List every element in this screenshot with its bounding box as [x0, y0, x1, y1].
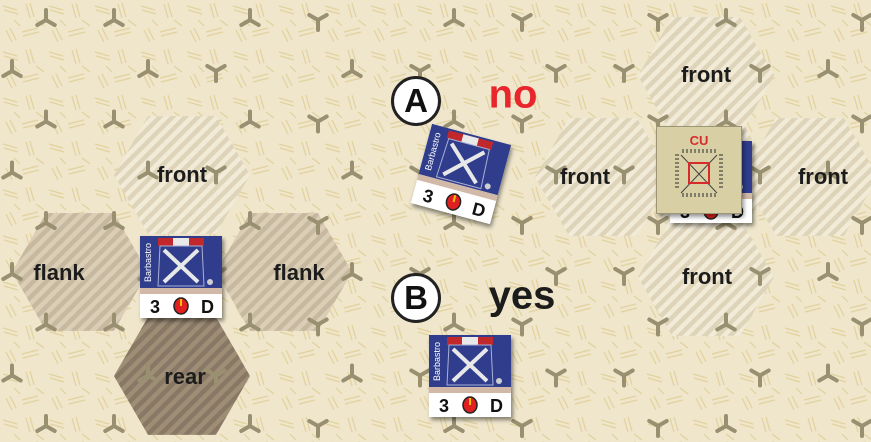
- example-a-badge: A: [391, 76, 441, 126]
- unit-counter-left[interactable]: Barbastro 3 D: [140, 236, 222, 318]
- counter-name: Barbastro: [143, 243, 153, 282]
- example-b-badge: B: [391, 273, 441, 323]
- cu-marker[interactable]: CU: [656, 126, 742, 214]
- cu-square-icon: [657, 127, 741, 213]
- hex-label-front-right: front: [798, 164, 848, 190]
- example-a-result: no: [489, 73, 538, 118]
- hex-label-front-left: front: [560, 164, 610, 190]
- unit-counter-face: Barbastro 3 D: [429, 335, 511, 417]
- hex-label-front: front: [157, 162, 207, 188]
- hex-label-rear: rear: [164, 364, 206, 390]
- hex-label-flank-left: flank: [33, 260, 84, 286]
- hex-label-front-top: front: [681, 62, 731, 88]
- counter-type-letter: D: [490, 396, 503, 416]
- unit-counter-face: Barbastro 3 D: [140, 236, 222, 318]
- counter-strength: 3: [439, 396, 449, 416]
- counter-type-letter: D: [201, 297, 214, 317]
- hex-label-flank-right: flank: [273, 260, 324, 286]
- counter-name: Barbastro: [432, 342, 442, 381]
- unit-counter-example-b[interactable]: Barbastro 3 D: [429, 335, 511, 417]
- hex-label-front-bottom: front: [682, 264, 732, 290]
- example-b-result: yes: [489, 274, 556, 319]
- counter-strength: 3: [150, 297, 160, 317]
